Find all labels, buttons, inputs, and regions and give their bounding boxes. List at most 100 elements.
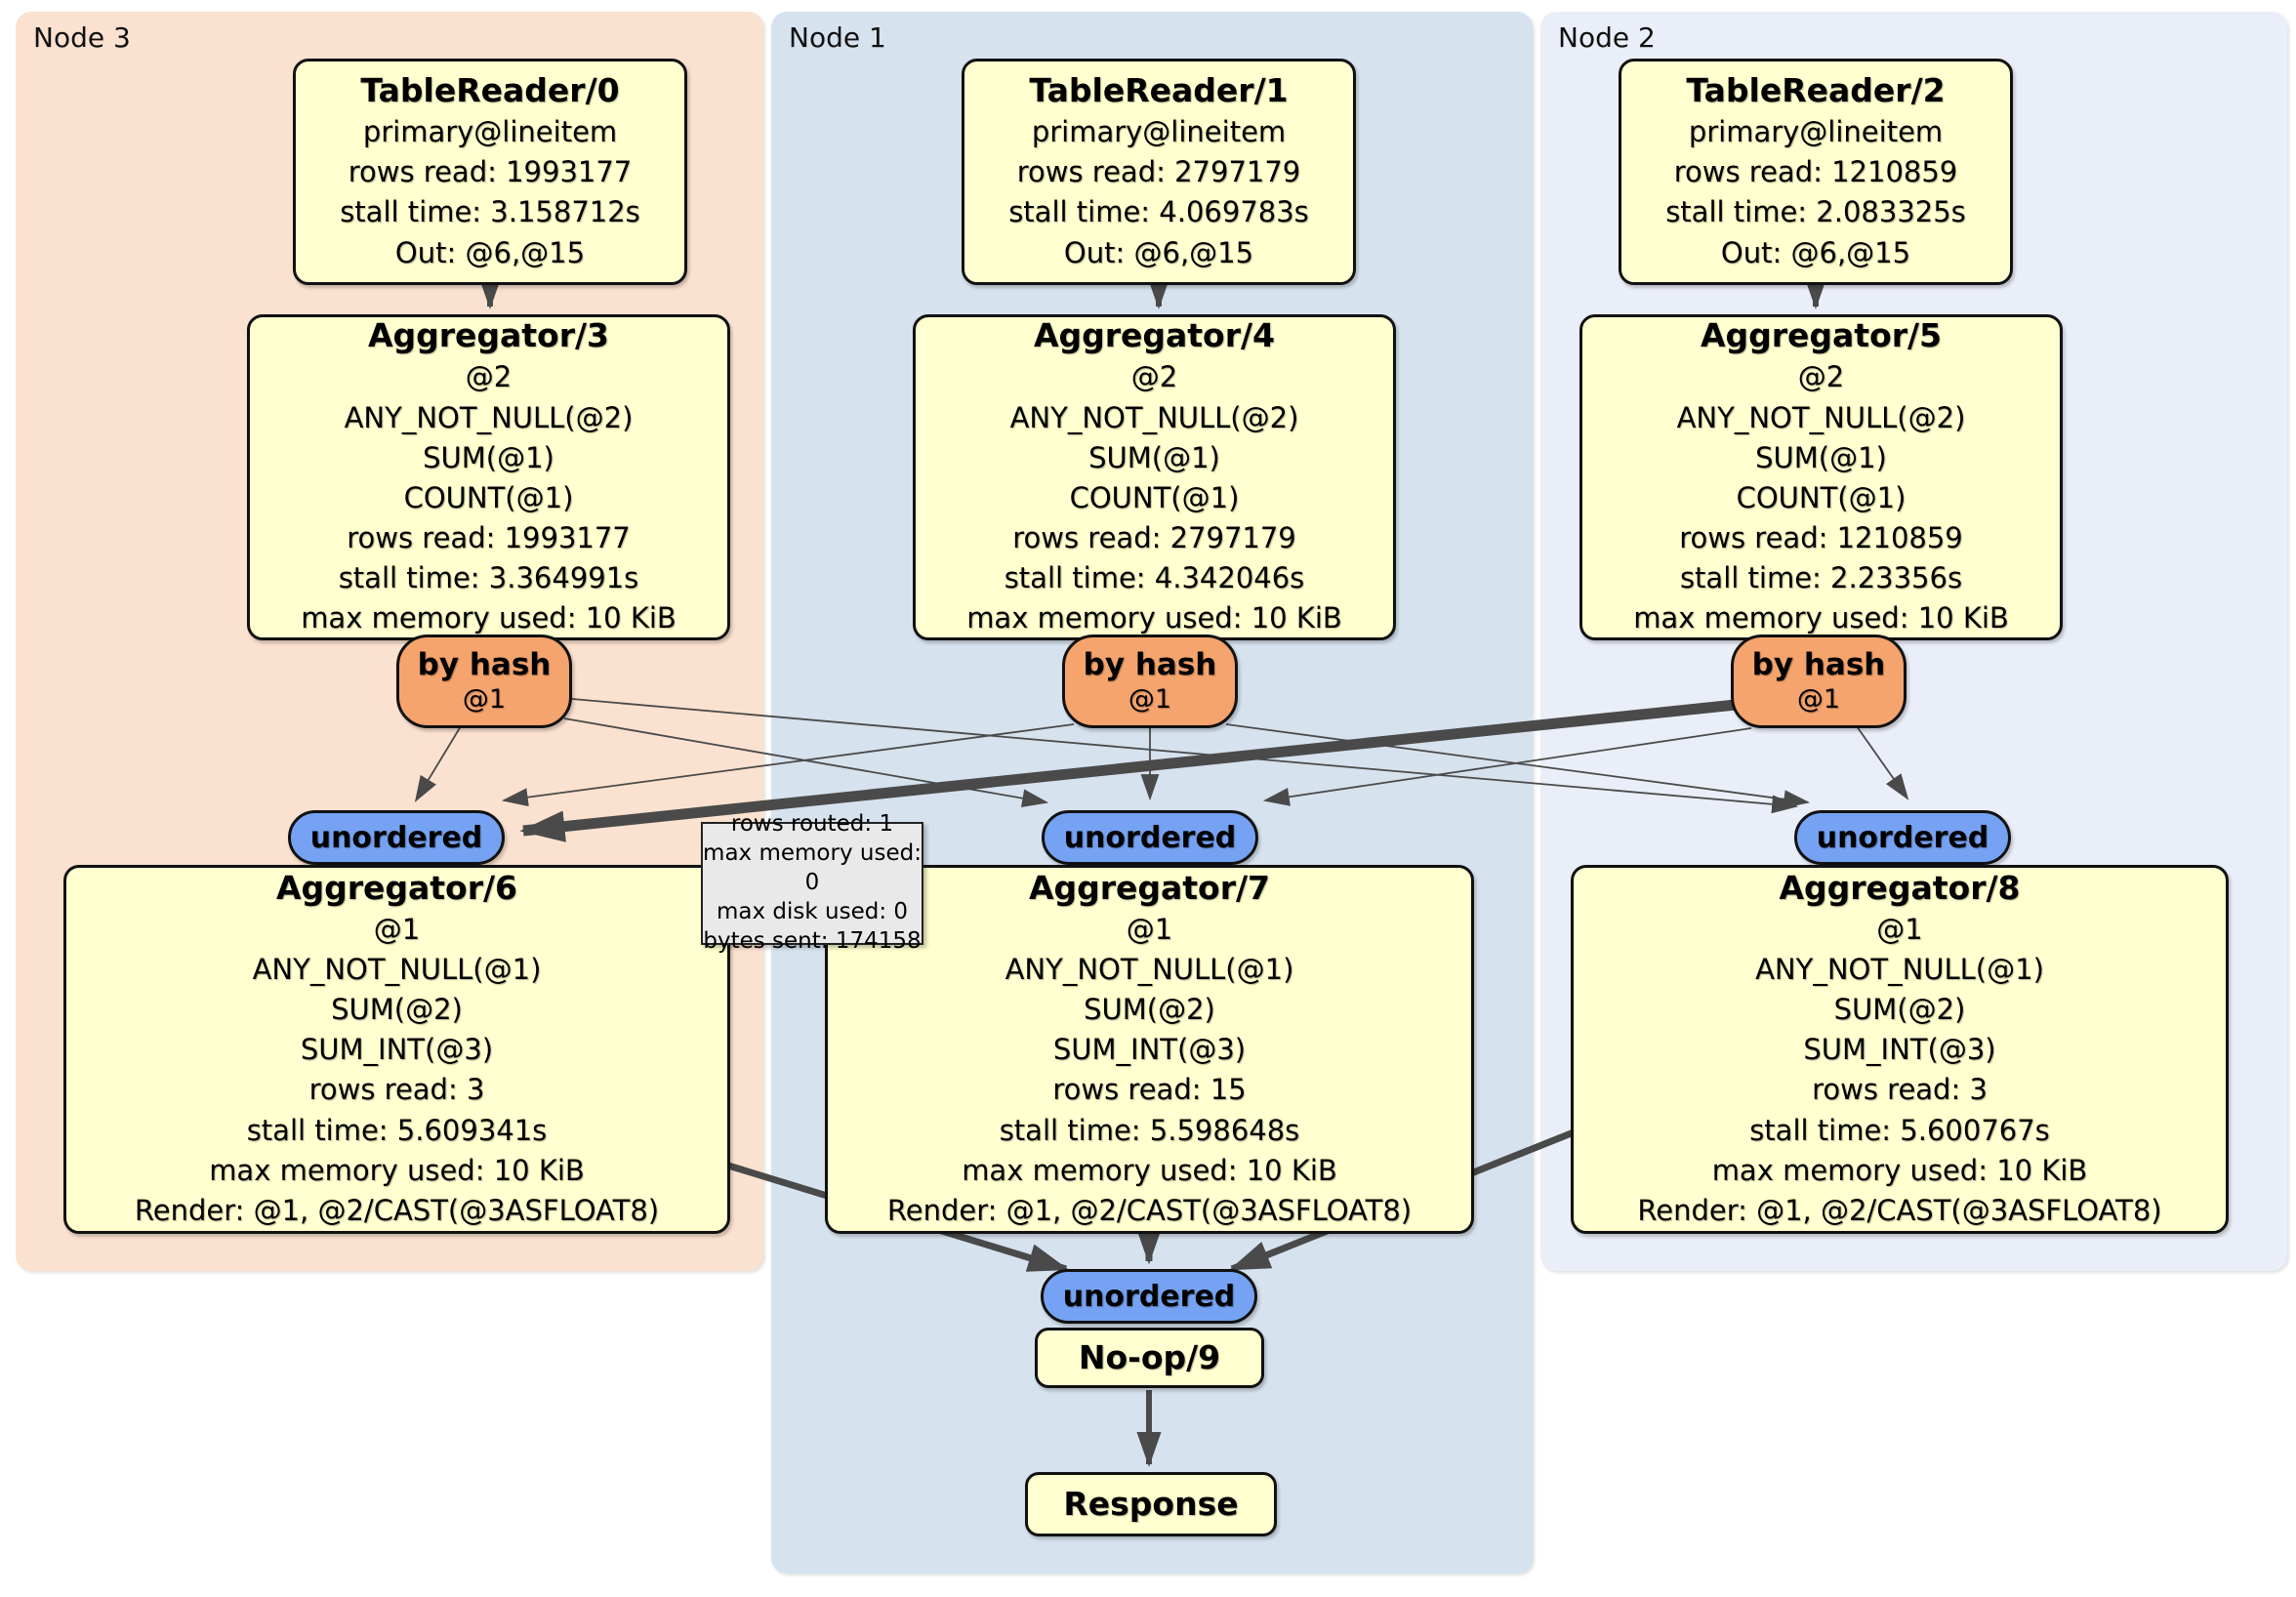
node-detail: @1 [1876,912,1923,946]
node-detail: Render: @1, @2/CAST(@3ASFLOAT8) [134,1193,660,1227]
node-detail: ANY_NOT_NULL(@1) [1755,952,2044,986]
node-detail: primary@lineitem [1688,115,1944,149]
node-detail: primary@lineitem [1031,115,1287,149]
tablereader-0-node[interactable]: TableReader/0 primary@lineitem rows read… [293,59,687,285]
noop-9-node[interactable]: No-op/9 [1035,1328,1264,1388]
node-detail: rows read: 1993177 [348,155,633,189]
sync-label: unordered [309,820,483,855]
node-title: Aggregator/5 [1700,316,1943,355]
hash-router-node3[interactable]: by hash @1 [396,635,572,728]
node-detail: @2 [1797,360,1845,394]
node-detail: Out: @6,@15 [1063,235,1254,269]
node-detail: stall time: 2.23356s [1679,561,1963,595]
unordered-sync-node3[interactable]: unordered [288,810,505,865]
hash-router-node2[interactable]: by hash @1 [1731,635,1906,728]
node-detail: SUM(@1) [1755,440,1887,474]
node-detail: @1 [1126,912,1173,946]
tablereader-2-node[interactable]: TableReader/2 primary@lineitem rows read… [1619,59,2013,285]
node-detail: max memory used: 10 KiB [1633,601,2009,635]
node-detail: COUNT(@1) [1736,480,1906,514]
node-detail: @1 [373,912,421,946]
router-label: by hash [1751,647,1886,683]
node-detail: rows read: 3 [1812,1073,1988,1107]
unordered-sync-node1[interactable]: unordered [1042,810,1258,865]
node-detail: COUNT(@1) [1069,480,1240,514]
node-detail: SUM_INT(@3) [300,1033,494,1067]
node-detail: Out: @6,@15 [1720,235,1911,269]
node-detail: ANY_NOT_NULL(@1) [252,952,542,986]
node-detail: stall time: 4.342046s [1004,561,1305,595]
aggregator-6-node[interactable]: Aggregator/6 @1 ANY_NOT_NULL(@1) SUM(@2)… [63,865,730,1234]
node-detail: ANY_NOT_NULL(@2) [1676,400,1966,434]
panel-node2-label: Node 2 [1558,21,1656,54]
tooltip-line: bytes sent: 174158 [703,927,922,954]
node-detail: @2 [465,360,512,394]
node-title: Aggregator/6 [275,868,518,907]
node-detail: SUM(@2) [1833,993,1966,1027]
edge-stats-tooltip: rows routed: 1 max memory used: 0 max di… [701,811,923,954]
hash-router-node1[interactable]: by hash @1 [1062,635,1238,728]
router-columns: @1 [462,684,507,716]
node-detail: Out: @6,@15 [394,235,586,269]
node-detail: rows read: 1210859 [1673,155,1958,189]
node-detail: ANY_NOT_NULL(@2) [1009,400,1299,434]
panel-node3-label: Node 3 [33,21,131,54]
node-detail: max memory used: 10 KiB [301,601,676,635]
node-detail: rows read: 15 [1052,1073,1247,1107]
tooltip-line: max disk used: 0 [716,898,909,924]
node-detail: SUM(@1) [423,440,554,474]
node-title: Aggregator/3 [367,316,610,355]
panel-node1-label: Node 1 [789,21,886,54]
node-title: Aggregator/4 [1033,316,1276,355]
node-detail: SUM(@2) [1084,993,1215,1027]
tablereader-1-node[interactable]: TableReader/1 primary@lineitem rows read… [962,59,1356,285]
unordered-sync-node2[interactable]: unordered [1794,810,2011,865]
node-detail: stall time: 2.083325s [1665,195,1966,229]
aggregator-5-node[interactable]: Aggregator/5 @2 ANY_NOT_NULL(@2) SUM(@1)… [1579,314,2063,640]
node-detail: rows read: 2797179 [1016,155,1301,189]
node-detail: ANY_NOT_NULL(@1) [1004,952,1294,986]
router-label: by hash [1083,647,1217,683]
node-title: No-op/9 [1078,1337,1221,1376]
unordered-sync-final[interactable]: unordered [1041,1269,1257,1324]
sync-label: unordered [1062,1279,1236,1314]
node-detail: ANY_NOT_NULL(@2) [344,400,634,434]
node-title: Aggregator/7 [1028,868,1271,907]
node-detail: max memory used: 10 KiB [966,601,1342,635]
node-detail: rows read: 2797179 [1012,521,1296,555]
node-title: Response [1063,1484,1239,1523]
router-label: by hash [417,647,552,683]
aggregator-7-node[interactable]: Aggregator/7 @1 ANY_NOT_NULL(@1) SUM(@2)… [825,865,1474,1234]
node-title: TableReader/0 [360,71,620,110]
router-columns: @1 [1796,684,1841,716]
node-detail: SUM(@1) [1088,440,1220,474]
node-detail: SUM(@2) [331,993,463,1027]
node-detail: rows read: 3 [308,1073,485,1107]
aggregator-3-node[interactable]: Aggregator/3 @2 ANY_NOT_NULL(@2) SUM(@1)… [247,314,730,640]
tooltip-line: max memory used: 0 [703,840,922,896]
node-detail: @2 [1130,360,1178,394]
node-detail: Render: @1, @2/CAST(@3ASFLOAT8) [1637,1193,2162,1227]
node-detail: max memory used: 10 KiB [1711,1153,2088,1187]
node-detail: primary@lineitem [362,115,618,149]
node-detail: stall time: 5.609341s [246,1113,548,1147]
node-detail: rows read: 1993177 [347,521,631,555]
tooltip-line: rows routed: 1 [730,811,894,838]
aggregator-8-node[interactable]: Aggregator/8 @1 ANY_NOT_NULL(@1) SUM(@2)… [1571,865,2229,1234]
sync-label: unordered [1063,820,1237,855]
node-detail: stall time: 5.598648s [999,1113,1300,1147]
node-detail: max memory used: 10 KiB [209,1153,585,1187]
node-detail: stall time: 4.069783s [1008,195,1309,229]
aggregator-4-node[interactable]: Aggregator/4 @2 ANY_NOT_NULL(@2) SUM(@1)… [913,314,1396,640]
node-detail: stall time: 3.364991s [338,561,639,595]
node-detail: SUM_INT(@3) [1052,1033,1247,1067]
node-detail: rows read: 1210859 [1679,521,1963,555]
node-detail: Render: @1, @2/CAST(@3ASFLOAT8) [886,1193,1413,1227]
node-detail: stall time: 3.158712s [340,195,640,229]
node-title: TableReader/1 [1029,71,1289,110]
node-title: TableReader/2 [1686,71,1946,110]
node-detail: COUNT(@1) [403,480,574,514]
response-node[interactable]: Response [1025,1472,1277,1536]
node-detail: SUM_INT(@3) [1803,1033,1996,1067]
